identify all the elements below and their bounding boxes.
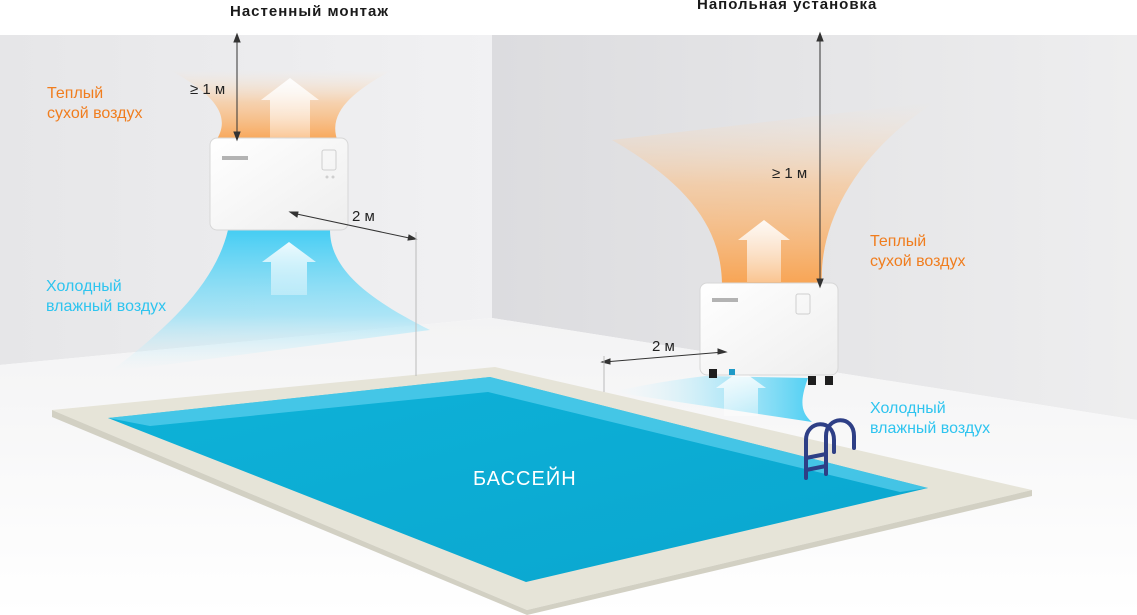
wall-distance-arrow-right — [407, 234, 418, 241]
floor-warm-air-flow — [612, 102, 935, 286]
floor-cold-air-label: Холодный влажный воздух — [870, 399, 990, 439]
wall-clearance-label: ≥ 1 м — [190, 81, 226, 98]
wall-warm-air-label: Теплый сухой воздух — [47, 84, 142, 124]
floor-cold-arrow — [716, 370, 766, 416]
floor-warm-air-line-1: Теплый — [870, 233, 927, 250]
floor-distance-label: 2 м — [652, 338, 675, 355]
wall-unit-display — [321, 149, 337, 171]
wall-cold-air-flow — [110, 230, 430, 372]
floor-clearance-arrow-bottom — [816, 278, 824, 289]
floor-distance-arrow-left — [600, 358, 611, 365]
wall-mount-title: Настенный монтаж — [230, 3, 389, 20]
wall-distance-line — [291, 212, 415, 240]
floor-clearance-arrow-top — [816, 31, 824, 42]
pool-label: БАССЕЙН — [473, 468, 577, 490]
wall-unit-logo — [222, 156, 248, 160]
floor-unit — [699, 282, 839, 376]
wall-clearance-arrow-top — [233, 32, 241, 43]
wall-unit-button — [331, 175, 335, 179]
floor-mount-title: Напольная установка — [697, 0, 878, 13]
floor-warm-air-label: Теплый сухой воздух — [870, 232, 965, 272]
floor-unit-foot — [808, 376, 816, 385]
floor-distance-line — [603, 351, 725, 363]
wall-cold-arrow — [262, 242, 316, 295]
wall-unit-button — [325, 175, 329, 179]
wall-warm-air-line-1: Теплый — [47, 85, 104, 102]
floor-clearance-label: ≥ 1 м — [772, 165, 808, 182]
floor-cold-air-line-2: влажный воздух — [870, 420, 991, 437]
floor-warm-arrow — [738, 220, 790, 282]
floor-unit-foot — [825, 376, 833, 385]
wall-distance-label: 2 м — [352, 208, 375, 225]
pool-water-rim — [108, 377, 928, 492]
wall-cold-air-line-1: Холодный — [46, 278, 122, 295]
floor-unit-display — [795, 293, 811, 315]
floor-warm-air-line-2: сухой воздух — [870, 253, 966, 270]
floor-unit-foot — [709, 369, 717, 378]
wall-cold-air-label: Холодный влажный воздух — [46, 277, 166, 317]
floor-unit-logo — [712, 298, 738, 302]
floor-unit-foot — [729, 369, 735, 375]
wall-warm-arrow — [261, 78, 319, 138]
pool-water — [108, 377, 928, 582]
wall-cold-air-line-2: влажный воздух — [46, 298, 167, 315]
wall-clearance-arrow-bottom — [233, 131, 241, 142]
floor-distance-arrow-right — [717, 348, 728, 355]
floor-cold-air-line-1: Холодный — [870, 400, 946, 417]
wall-unit — [209, 137, 349, 231]
pool-ladder — [804, 418, 856, 480]
wall-warm-air-line-2: сухой воздух — [47, 105, 143, 122]
wall-distance-arrow-left — [288, 211, 299, 218]
